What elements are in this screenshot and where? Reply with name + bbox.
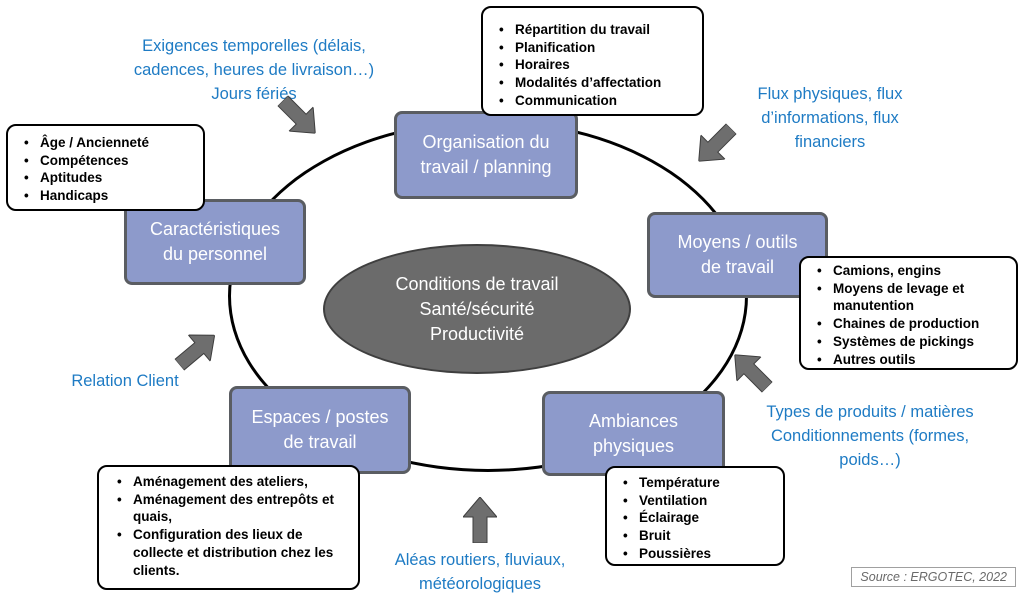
list-item: Modalités d’affectation <box>499 74 696 92</box>
list-item: Poussières <box>623 545 777 563</box>
node-ambiances-line-2: physiques <box>592 435 675 456</box>
external-temporelles-line-3: Jours fériés <box>211 85 297 103</box>
external-flux: Flux physiques, flux d’informations, flu… <box>730 82 930 154</box>
node-moyens-line-1: Moyens / outils <box>677 232 798 252</box>
node-espaces: Espaces / postes de travail <box>229 386 411 474</box>
external-temporelles-line-2: cadences, heures de livraison…) <box>133 61 375 79</box>
center-line-3: Productivité <box>429 323 525 344</box>
external-flux-line-1: Flux physiques, flux <box>757 85 903 103</box>
bullets-caracteristiques: Âge / Ancienneté Compétences Aptitudes H… <box>6 124 205 211</box>
list-item: Aptitudes <box>24 169 197 187</box>
bullets-organisation: Répartition du travail Planification Hor… <box>481 6 704 116</box>
arrow-icon <box>271 89 328 146</box>
arrow-icon <box>463 497 497 543</box>
list-item: Planification <box>499 39 696 57</box>
center-line-2: Santé/sécurité <box>419 298 535 319</box>
external-aleas-line-2: météorologiques <box>419 575 541 593</box>
bullets-moyens: Camions, engins Moyens de levage et manu… <box>799 256 1018 370</box>
center-ellipse: Conditions de travail Santé/sécurité Pro… <box>323 244 631 374</box>
list-item: Configuration des lieux de collecte et d… <box>117 526 352 579</box>
list-item: Bruit <box>623 527 777 545</box>
node-organisation-line-2: travail / planning <box>420 157 552 177</box>
external-relation-line-1: Relation Client <box>71 372 179 390</box>
source-caption: Source : ERGOTEC, 2022 <box>851 567 1016 587</box>
node-espaces-line-1: Espaces / postes <box>251 407 389 427</box>
node-ambiances-line-1: Ambiances <box>588 410 679 431</box>
node-moyens: Moyens / outils de travail <box>647 212 828 298</box>
node-organisation: Organisation du travail / planning <box>394 111 578 199</box>
list-item: Moyens de levage et manutention <box>817 280 1010 315</box>
external-flux-line-2: d’informations, flux <box>761 109 899 127</box>
list-item: Camions, engins <box>817 262 1010 280</box>
bullets-ambiances: Température Ventilation Éclairage Bruit … <box>605 466 785 566</box>
bullets-espaces: Aménagement des ateliers, Aménagement de… <box>97 465 360 590</box>
external-produits-line-2: Conditionnements (formes, <box>770 427 970 445</box>
list-item: Compétences <box>24 152 197 170</box>
node-caracteristiques-line-1: Caractéristiques <box>149 219 281 239</box>
external-produits-line-3: poids…) <box>839 451 901 469</box>
list-item: Horaires <box>499 56 696 74</box>
external-aleas: Aléas routiers, fluviaux, météorologique… <box>370 548 590 596</box>
center-line-1: Conditions de travail <box>395 273 559 294</box>
arrow-icon <box>687 117 744 174</box>
external-aleas-line-1: Aléas routiers, fluviaux, <box>394 551 566 569</box>
external-relation-client: Relation Client <box>40 369 210 393</box>
list-item: Autres outils <box>817 351 1010 369</box>
node-ambiances: Ambiances physiques <box>542 391 725 476</box>
node-moyens-line-2: de travail <box>700 257 775 277</box>
list-item: Handicaps <box>24 187 197 205</box>
list-item: Ventilation <box>623 492 777 510</box>
list-item: Systèmes de pickings <box>817 333 1010 351</box>
node-caracteristiques: Caractéristiques du personnel <box>124 199 306 285</box>
node-organisation-line-1: Organisation du <box>422 132 550 152</box>
list-item: Communication <box>499 92 696 110</box>
node-espaces-line-2: de travail <box>283 432 357 452</box>
list-item: Répartition du travail <box>499 21 696 39</box>
arrow-icon <box>168 322 225 378</box>
list-item: Aménagement des entrepôts et quais, <box>117 491 352 526</box>
arrow-icon <box>723 343 780 400</box>
external-produits: Types de produits / matières Conditionne… <box>735 400 1005 472</box>
external-flux-line-3: financiers <box>794 133 866 151</box>
node-caracteristiques-line-2: du personnel <box>162 244 268 264</box>
external-temporelles: Exigences temporelles (délais, cadences,… <box>104 34 404 106</box>
list-item: Température <box>623 474 777 492</box>
list-item: Chaines de production <box>817 315 1010 333</box>
list-item: Éclairage <box>623 509 777 527</box>
external-temporelles-line-1: Exigences temporelles (délais, <box>142 37 366 55</box>
external-produits-line-1: Types de produits / matières <box>766 403 974 421</box>
list-item: Aménagement des ateliers, <box>117 473 352 491</box>
list-item: Âge / Ancienneté <box>24 134 197 152</box>
